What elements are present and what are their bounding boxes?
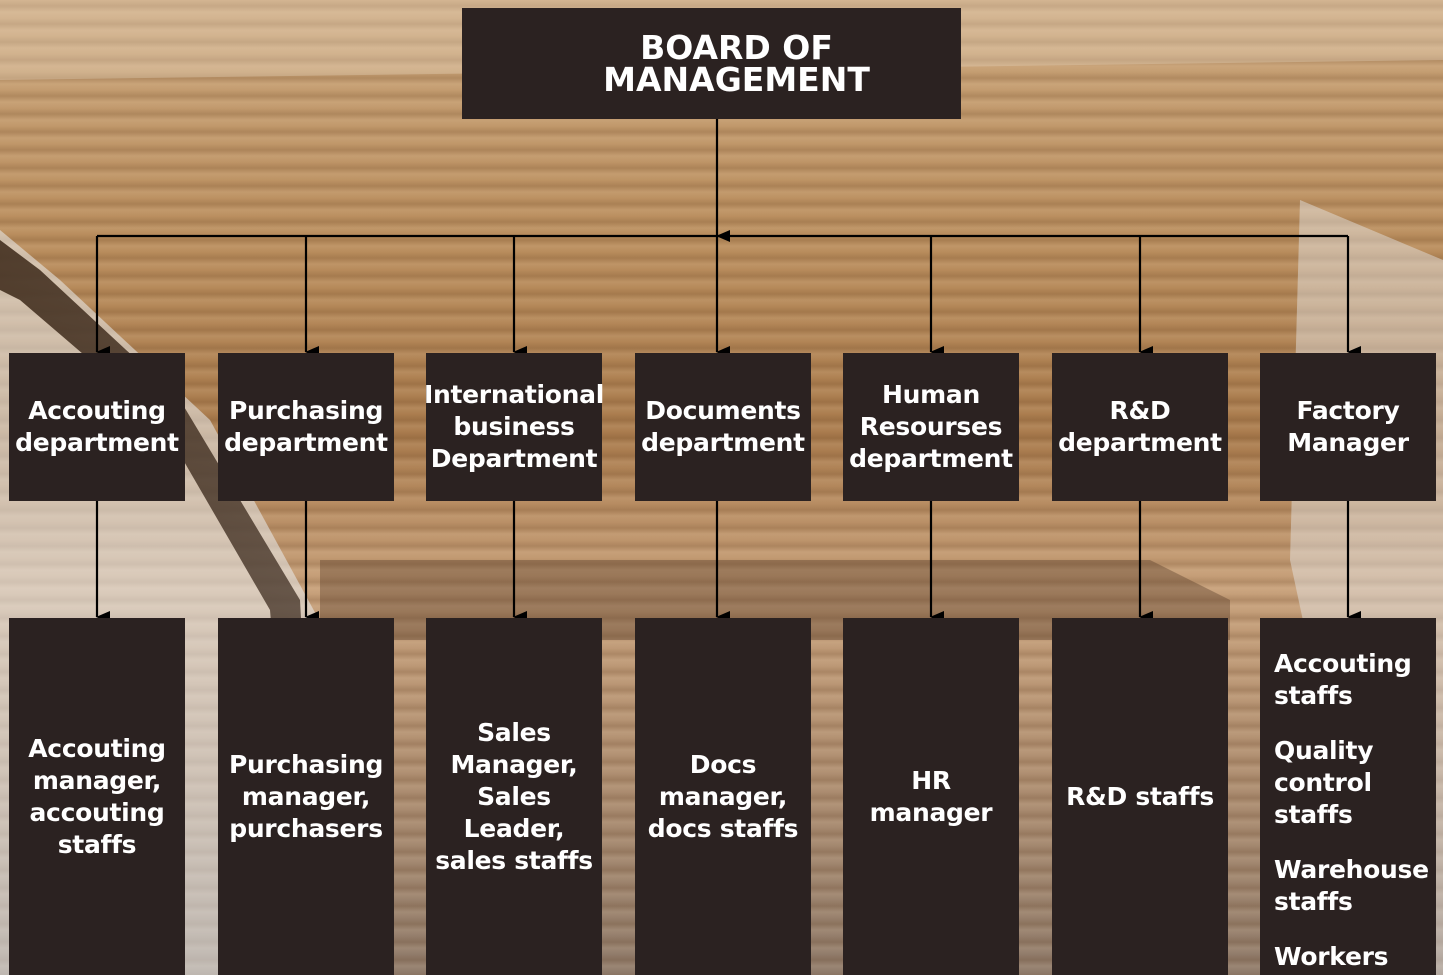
purchasing-department-box: Purchasing department — [218, 353, 394, 501]
accouting-staff-box: Accouting manager, accouting staffs — [9, 618, 185, 975]
board-of-management-box: BOARD OF MANAGEMENT — [462, 8, 961, 119]
human-resourses-department-box: Human Resourses department — [843, 353, 1019, 501]
hr-staff-box: HR manager — [843, 618, 1019, 975]
factory-staff-item: Workers — [1274, 942, 1389, 971]
factory-staff-item: Warehouse staffs — [1274, 855, 1429, 916]
international-staff-box: Sales Manager, Sales Leader, sales staff… — [426, 618, 602, 975]
accouting-department-box: Accouting department — [9, 353, 185, 501]
rd-staff-box: R&D staffs — [1052, 618, 1228, 975]
documents-department-box: Documents department — [635, 353, 811, 501]
international-business-department-box: International business Department — [424, 353, 604, 501]
factory-staff-item: Accouting staffs — [1274, 649, 1412, 710]
documents-staff-box: Docs manager, docs staffs — [635, 618, 811, 975]
rd-department-box: R&D department — [1052, 353, 1228, 501]
factory-staff-item: Quality control staffs — [1274, 736, 1374, 829]
factory-manager-box: Factory Manager — [1260, 353, 1436, 501]
purchasing-staff-box: Purchasing manager, purchasers — [218, 618, 394, 975]
factory-staff-box: Accouting staffs Quality control staffs … — [1260, 618, 1436, 975]
